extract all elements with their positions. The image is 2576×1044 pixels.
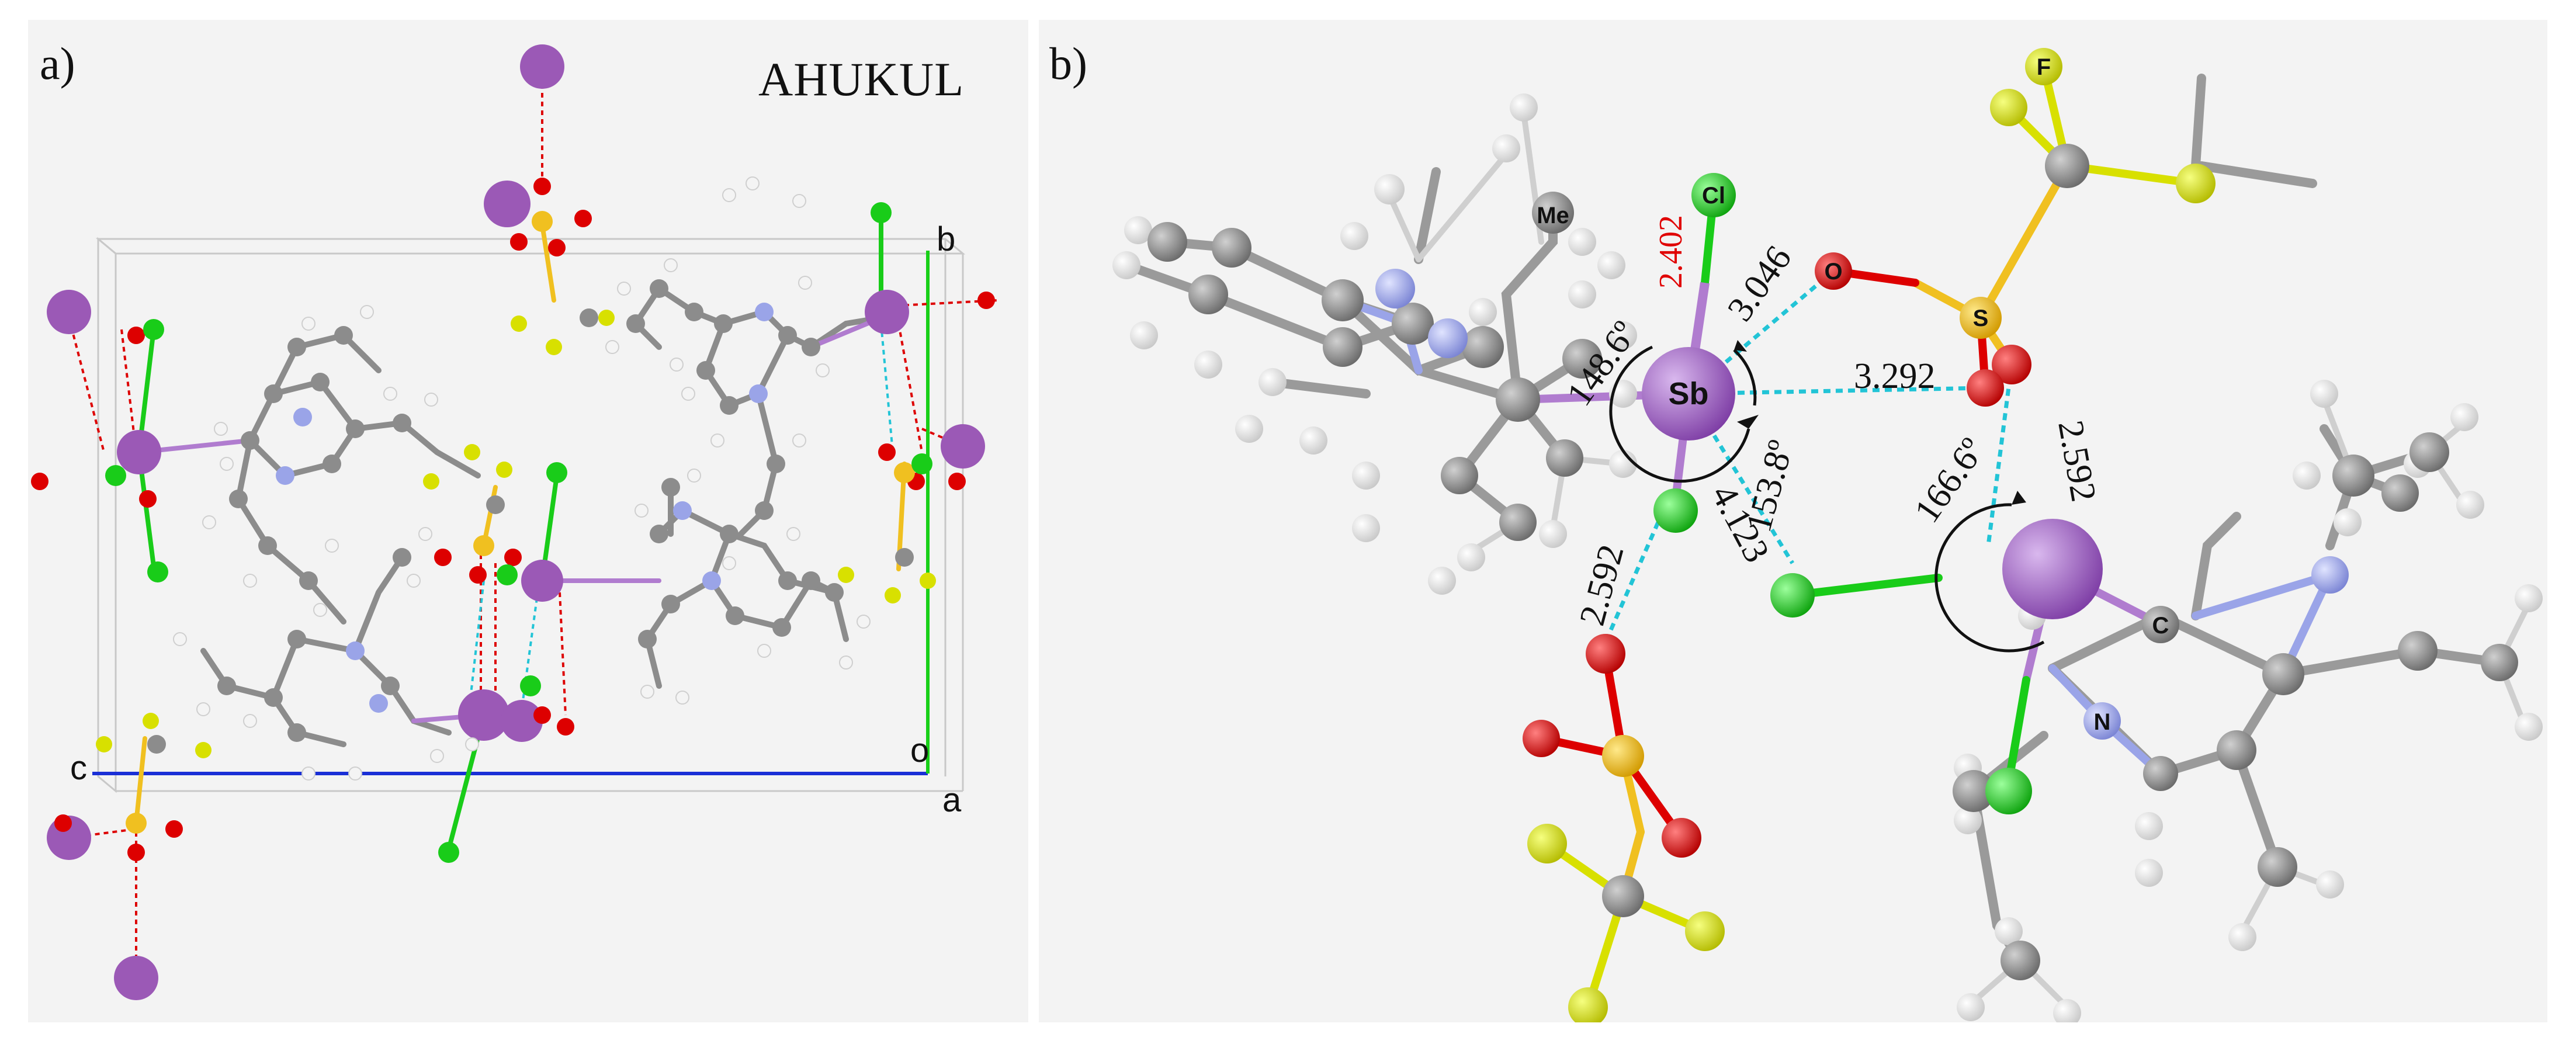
- label-n: N: [2094, 709, 2111, 735]
- label-cl: Cl: [1702, 183, 1725, 209]
- interaction-diagram: Me Cl F S O Sb C N 2.402 3.046 3.292 2.5…: [1112, 48, 2543, 1022]
- contacts-b: [1603, 269, 2014, 643]
- unit-cell: [95, 237, 966, 793]
- angle-middle: 153.8º: [1739, 436, 1801, 536]
- panel-a-crystal-packing: b c o a: [28, 20, 1028, 1022]
- panel-a-label: a): [40, 38, 75, 89]
- angle-right: 166.6º: [1907, 431, 1993, 530]
- dist-o-sb-right: 2.592: [2050, 418, 2103, 505]
- label-s: S: [1973, 306, 1989, 331]
- csd-refcode: AHUKUL: [758, 53, 965, 106]
- axis-o-label: o: [910, 731, 929, 769]
- bonds-b-carbon: [1122, 74, 2504, 965]
- dist-sb-o-right: 3.292: [1854, 356, 1936, 396]
- panel-b-interaction-detail: Me Cl F S O Sb C N 2.402 3.046 3.292 2.5…: [1039, 20, 2547, 1022]
- panel-b-label: b): [1049, 38, 1087, 89]
- label-o: O: [1824, 259, 1842, 285]
- label-me: Me: [1537, 203, 1569, 228]
- dist-sb-o-lower: 2.592: [1572, 540, 1632, 629]
- angle-labels: 148.6º 153.8º 166.6º: [1559, 314, 1993, 536]
- bonds-b-cf3: [1543, 63, 2200, 1011]
- label-f: F: [2037, 54, 2051, 80]
- packing-diagram: b c o a: [31, 44, 998, 1000]
- dist-sb-o-upper: 3.046: [1720, 239, 1800, 328]
- atoms-a: [31, 44, 995, 1000]
- axis-b-label: b: [937, 220, 955, 258]
- bonds-a: [200, 285, 884, 747]
- label-c: C: [2152, 613, 2169, 639]
- arc-arrowheads: [1734, 340, 2026, 505]
- dist-sb-cl-bond: 2.402: [1653, 215, 1689, 289]
- bonds-b-hydrogen: [1386, 110, 2532, 1010]
- atoms-b: [1112, 48, 2543, 1022]
- label-sb: Sb: [1668, 376, 1708, 411]
- axis-c-label: c: [70, 749, 87, 787]
- axis-a-label: a: [942, 781, 962, 819]
- angle-arcs: [1609, 345, 2045, 653]
